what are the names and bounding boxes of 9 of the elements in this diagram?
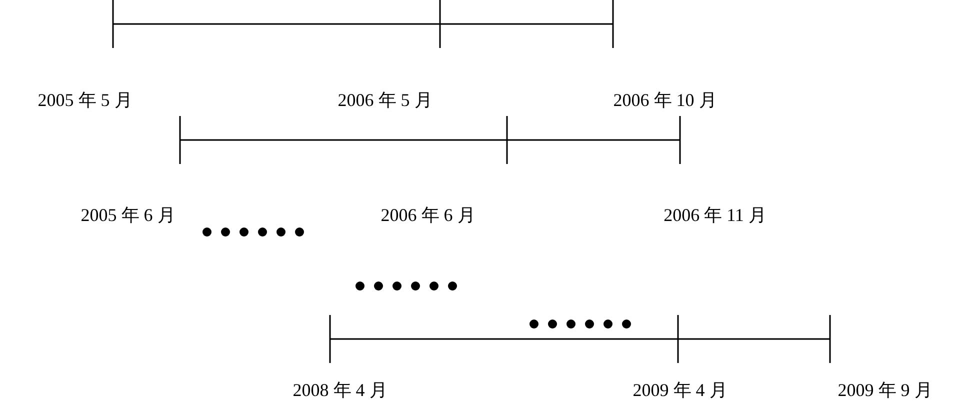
date-label: 2006 年 6 月: [380, 204, 476, 226]
date-label: 2005 年 6 月: [80, 204, 176, 226]
date-label: 2009 年 4 月: [632, 379, 728, 401]
date-label: 2005 年 5 月: [38, 89, 132, 111]
date-label: 2008 年 4 月: [292, 379, 388, 401]
date-label: 2006 年 5 月: [338, 89, 432, 111]
date-label: 2006 年 11 月: [664, 204, 766, 226]
date-label: 2009 年 9 月: [838, 379, 932, 401]
date-label: 2006 年 10 月: [613, 89, 717, 111]
